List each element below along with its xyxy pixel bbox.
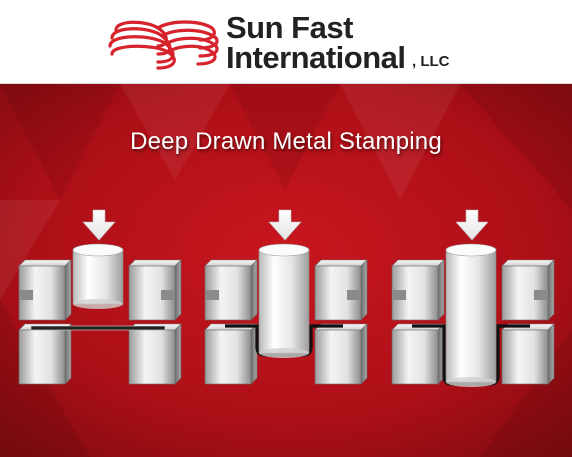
right-lower-die — [314, 329, 362, 385]
punch — [258, 249, 310, 354]
brand-name-line1: Sun Fast — [226, 10, 353, 45]
right-lower-die — [501, 329, 549, 385]
left-lower-die — [391, 329, 439, 385]
punch — [72, 249, 124, 305]
brand-name-line2: International — [226, 40, 406, 75]
metal-sheet — [30, 325, 166, 331]
stage-diagram-3 — [391, 209, 555, 387]
punch-top — [445, 243, 497, 257]
punch-top — [258, 243, 310, 257]
stage-diagram-2 — [204, 209, 368, 385]
header: Sun Fast International , LLC — [0, 0, 572, 84]
right-lower-die — [128, 329, 176, 385]
down-arrow-icon — [268, 209, 302, 241]
punch-top — [72, 243, 124, 257]
left-lower-die — [18, 329, 66, 385]
brand-suffix: , LLC — [412, 53, 450, 70]
down-arrow-icon — [82, 209, 116, 241]
left-lower-die — [204, 329, 252, 385]
down-arrow-icon — [455, 209, 489, 241]
logo-icon — [108, 20, 219, 70]
page-title: Deep Drawn Metal Stamping — [130, 128, 442, 155]
punch — [445, 249, 497, 383]
stage-diagram-1 — [18, 209, 182, 385]
